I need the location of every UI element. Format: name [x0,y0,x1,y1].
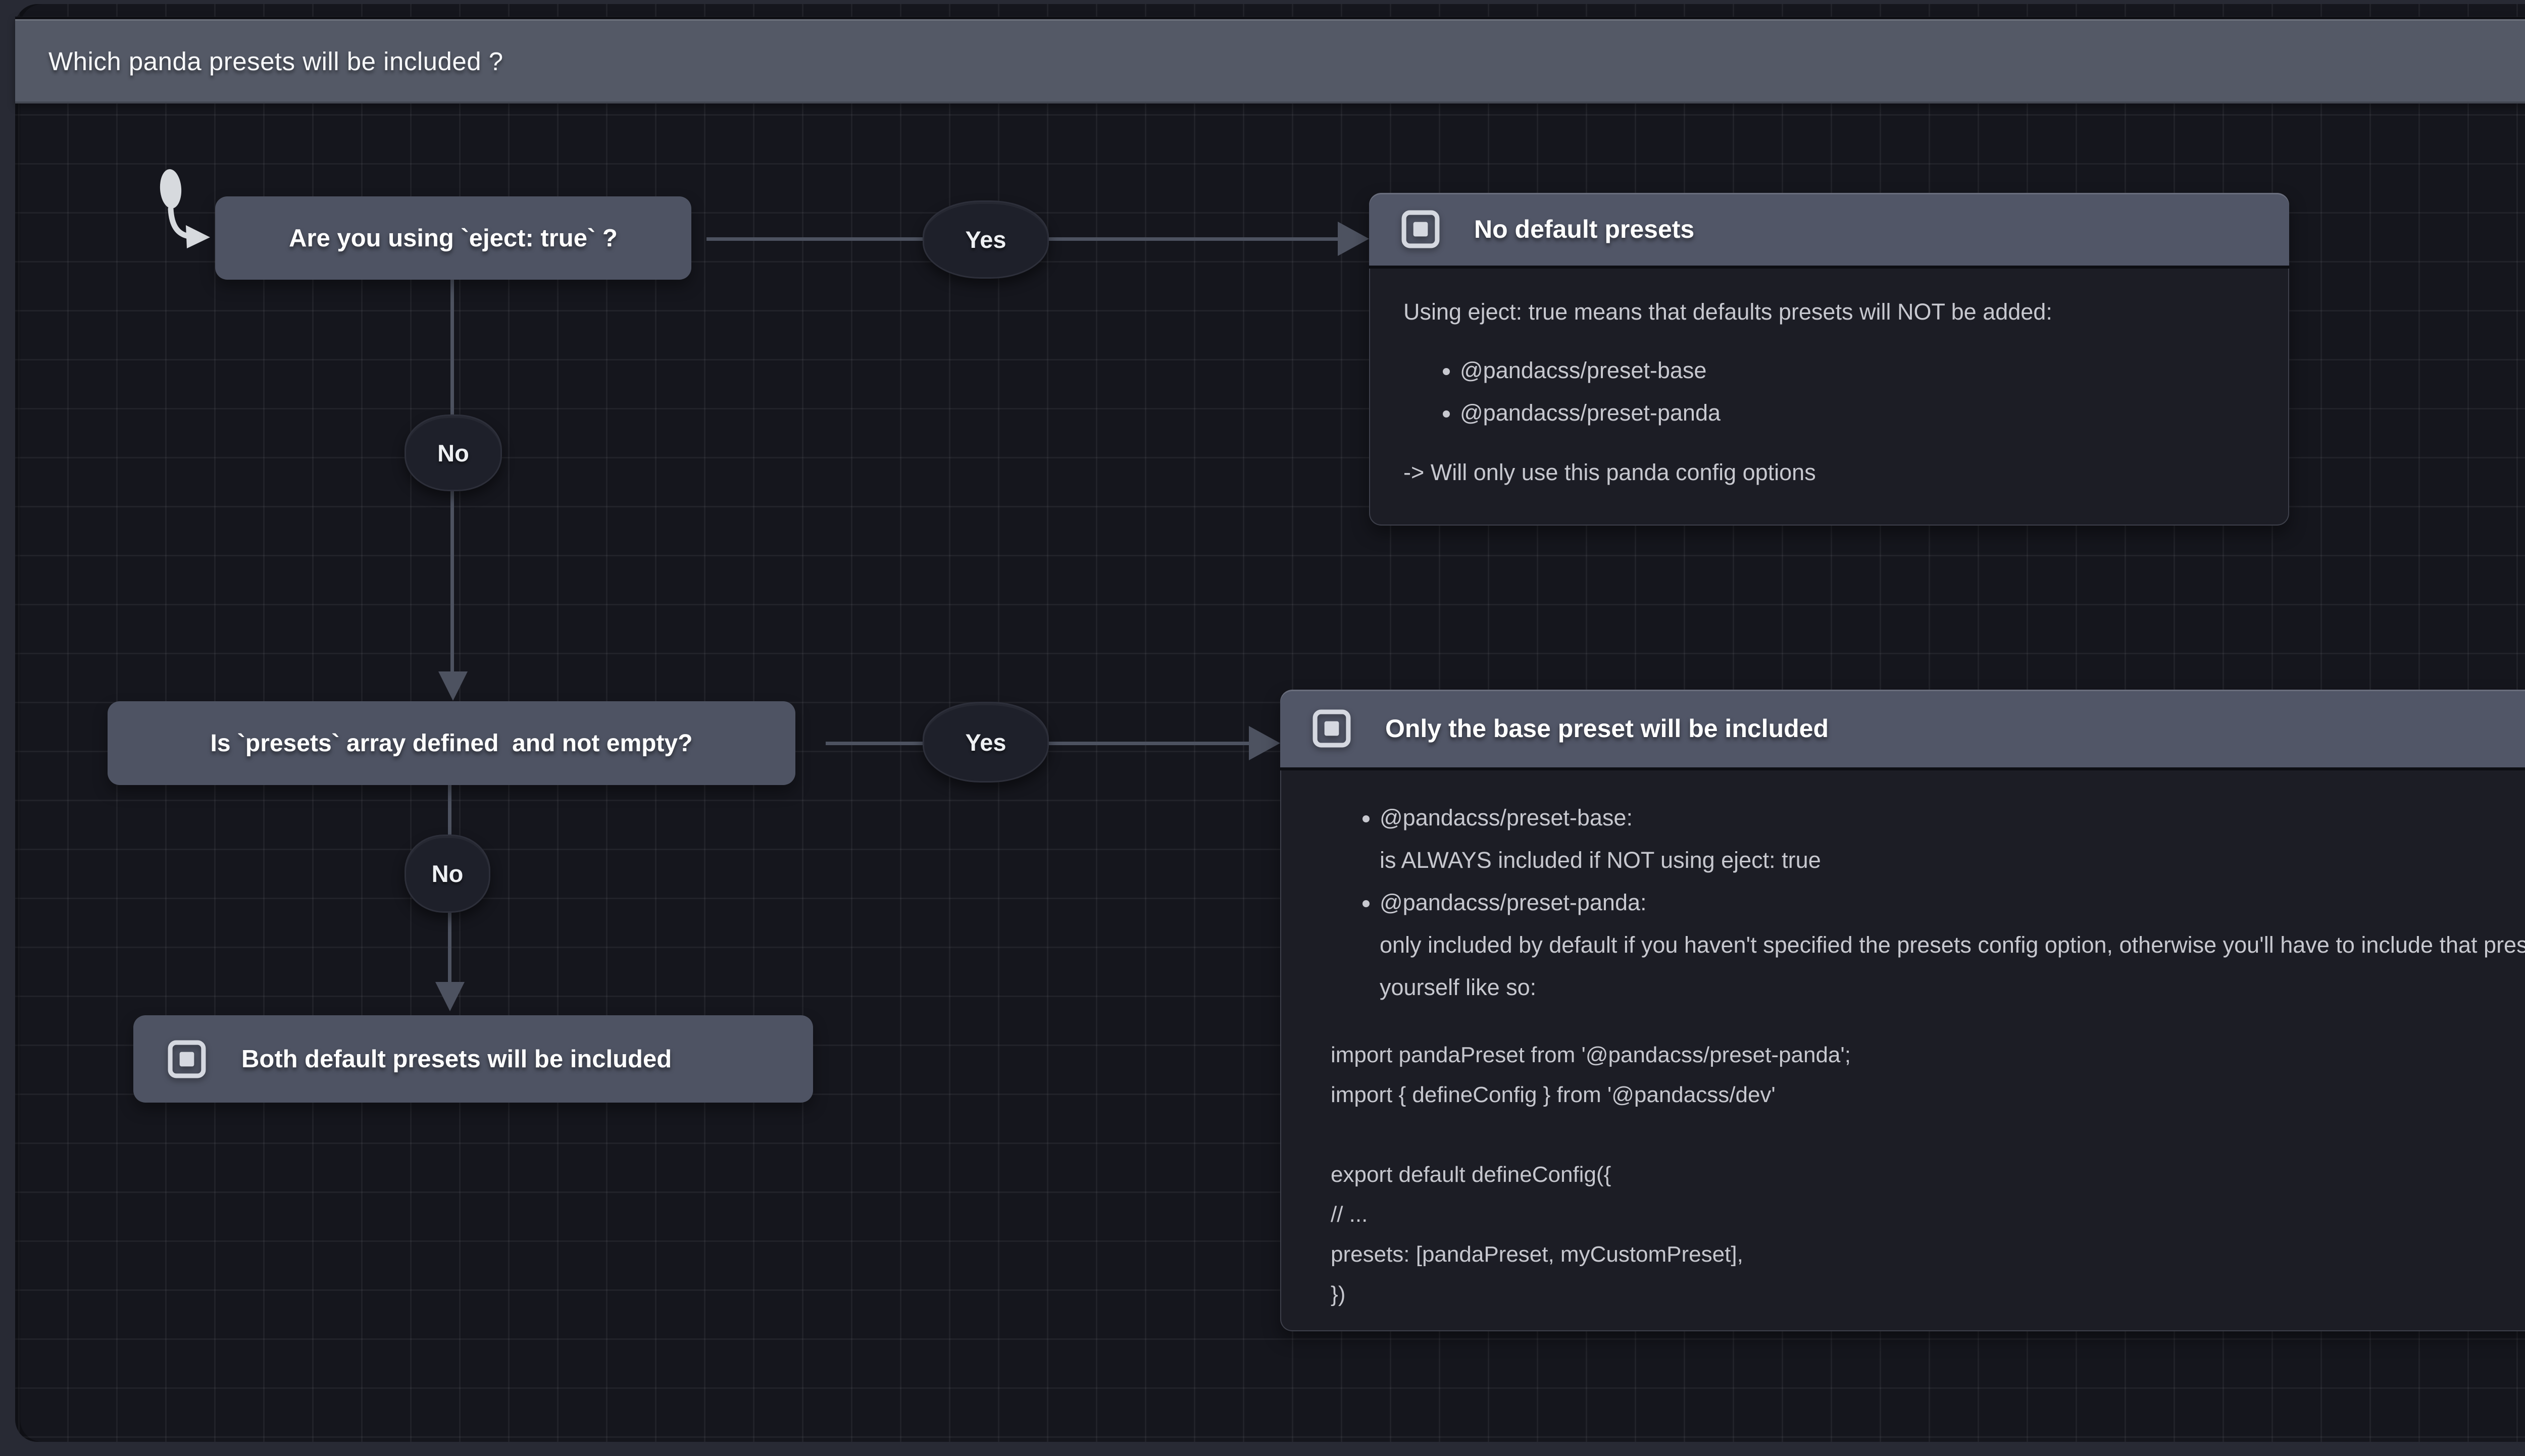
code-line: import pandaPreset from '@pandacss/prese… [1331,1043,1851,1067]
whiteboard-canvas[interactable]: Which panda presets will be included ? A… [15,4,2525,1442]
arrowhead-down-icon [435,982,465,1011]
result-no-default-presets-body: Using eject: true means that defaults pr… [1369,269,2289,526]
node-question-presets-array-label: Is `presets` array defined and not empty… [210,730,693,757]
page-title: Which panda presets will be included ? [48,47,503,76]
no-default-outro: -> Will only use this panda config optio… [1403,459,1816,485]
code-line: import { defineConfig } from '@pandacss/… [1331,1082,1776,1107]
edge-label-yes-2-text: Yes [965,729,1006,756]
edge-label-yes-2[interactable]: Yes [923,702,1049,783]
no-default-intro: Using eject: true means that defaults pr… [1403,299,2052,325]
edge-label-yes-1-text: Yes [965,226,1006,253]
result-only-base-preset-title: Only the base preset will be included [1385,714,1829,743]
list-item: @pandacss/preset-panda: only included by… [1380,881,2525,1009]
square-in-square-icon [1401,210,1440,248]
result-no-default-presets[interactable]: No default presets Using eject: true mea… [1369,193,2289,526]
result-only-base-preset[interactable]: Only the base preset will be included @p… [1280,690,2525,1331]
bullet-desc: only included by default if you haven't … [1380,932,2525,1000]
drawn-cursor-icon [160,169,210,248]
list-item: @pandacss/preset-base: is ALWAYS include… [1380,797,2525,881]
only-base-bullet-list: @pandacss/preset-base: is ALWAYS include… [1317,797,2525,1009]
bullet-desc: is ALWAYS included if NOT using eject: t… [1380,847,1821,873]
result-no-default-presets-header: No default presets [1369,193,2289,269]
result-both-presets[interactable]: Both default presets will be included [133,1015,813,1103]
edge-label-yes-1[interactable]: Yes [923,200,1049,279]
edge-label-no-1[interactable]: No [405,414,502,491]
result-no-default-presets-title: No default presets [1474,215,1695,243]
code-block: import pandaPreset from '@pandacss/prese… [1331,1035,2525,1314]
edge-label-no-2-text: No [431,860,464,887]
list-item: @pandacss/preset-base [1460,349,2258,392]
edge-label-no-2[interactable]: No [405,835,490,913]
node-question-eject[interactable]: Are you using `eject: true` ? [215,196,691,280]
arrowhead-down-icon [438,671,468,701]
square-in-square-icon [1312,709,1351,748]
code-line: export default defineConfig({ [1331,1162,1611,1187]
node-question-eject-label: Are you using `eject: true` ? [289,224,618,252]
square-in-square-icon [168,1040,206,1078]
result-only-base-preset-body: @pandacss/preset-base: is ALWAYS include… [1280,770,2525,1331]
bullet-term: @pandacss/preset-panda: [1380,890,1647,915]
edge-label-no-1-text: No [437,439,469,466]
code-line: presets: [pandaPreset, myCustomPreset], [1331,1242,1743,1267]
result-both-presets-label: Both default presets will be included [241,1045,672,1073]
code-line [1331,1115,2525,1155]
code-line: }) [1331,1282,1346,1307]
code-line: // ... [1331,1202,1368,1227]
list-item: @pandacss/preset-panda [1460,392,2258,434]
bullet-term: @pandacss/preset-base: [1380,805,1633,830]
node-question-presets-array[interactable]: Is `presets` array defined and not empty… [108,701,795,785]
result-only-base-preset-header: Only the base preset will be included [1280,690,2525,770]
arrowhead-right-icon [1338,222,1369,256]
arrowhead-right-icon [1249,726,1280,760]
no-default-bullet-list: @pandacss/preset-base @pandacss/preset-p… [1403,349,2258,434]
title-bar: Which panda presets will be included ? [15,17,2525,103]
